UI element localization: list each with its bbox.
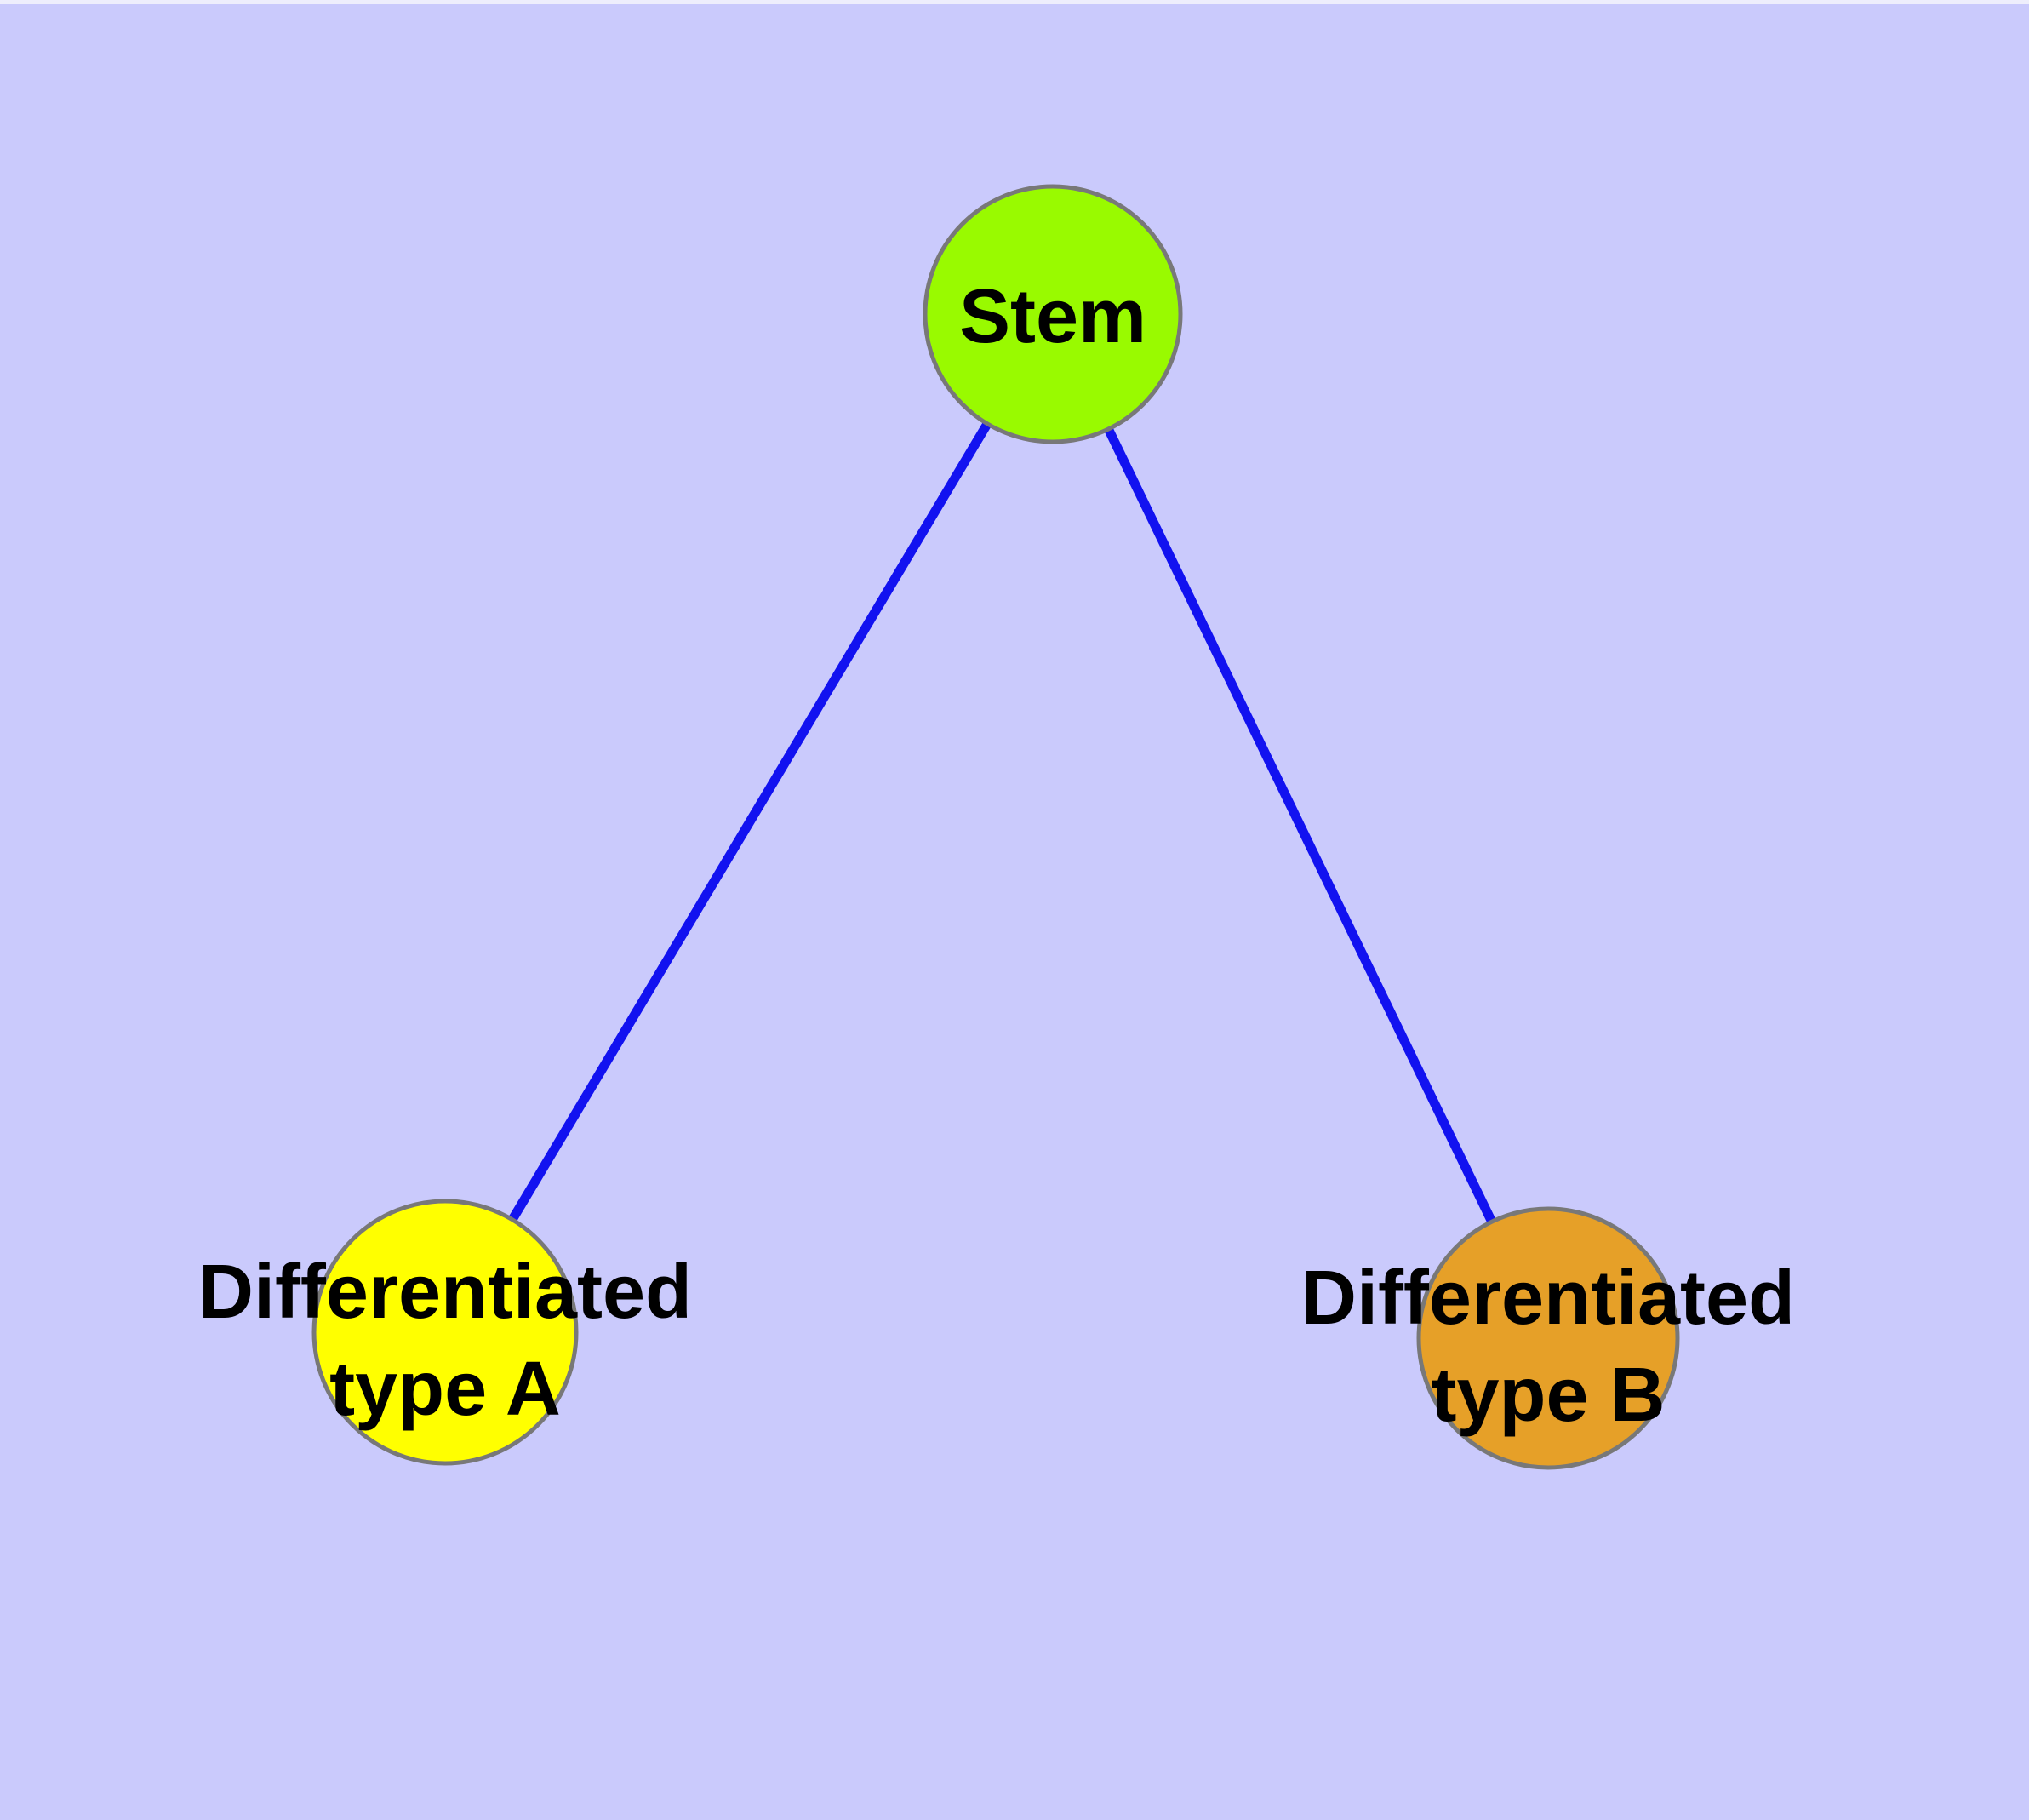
top-edge-strip [0, 0, 2029, 4]
edge-stem-to-type-a[interactable] [441, 312, 1057, 1335]
node-stem-label: Stem [959, 274, 1146, 359]
node-differentiated-type-a[interactable] [311, 1199, 579, 1466]
node-type-a-label-line1: Differentiated [198, 1250, 692, 1335]
node-stem[interactable] [923, 184, 1183, 444]
node-type-b-label-line1: Differentiated [1301, 1256, 1795, 1341]
node-differentiated-type-b[interactable] [1416, 1206, 1680, 1470]
edge-stem-to-type-b[interactable] [1049, 312, 1552, 1341]
node-type-b-label-line2: type B [1431, 1353, 1665, 1438]
node-type-a-label-line2: type A [329, 1347, 561, 1432]
